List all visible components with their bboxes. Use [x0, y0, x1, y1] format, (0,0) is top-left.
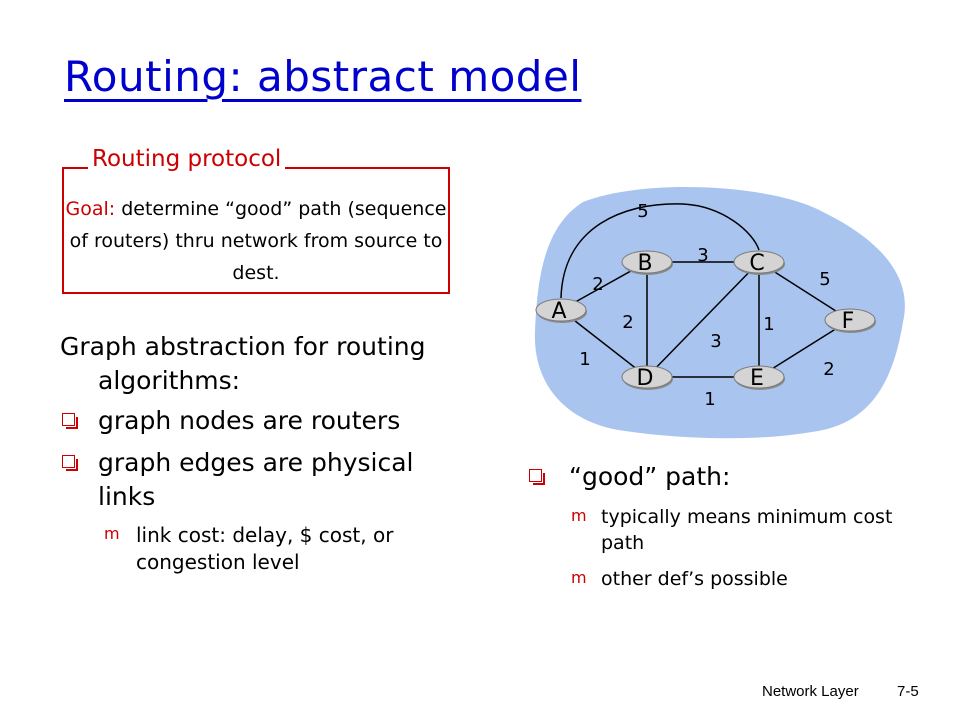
svg-text:D: D: [637, 366, 654, 391]
bullet-box-icon: [529, 469, 545, 485]
edge-cost-a-d: 1: [579, 349, 590, 370]
slide-title: Routing: abstract model: [64, 52, 582, 101]
node-e: E: [733, 365, 785, 391]
sub-bullet-other-defs: m other def’s possible: [527, 566, 927, 592]
svg-text:C: C: [749, 251, 764, 276]
sub-bullet-m-icon: m: [104, 524, 120, 543]
sub-bullet-m-icon: m: [571, 506, 587, 525]
bullet-nodes: graph nodes are routers: [60, 404, 460, 438]
bullet-box-icon: [62, 413, 78, 429]
bullet-good-path: “good” path:: [527, 460, 927, 494]
sub-bullet-link-cost: m link cost: delay, $ cost, or congestio…: [60, 522, 460, 576]
bullet-box-icon: [62, 455, 78, 471]
edge-a-c: [560, 203, 760, 299]
graph-abstraction-section: Graph abstraction for routing algorithms…: [60, 330, 460, 576]
edge-cost-a-b: 2: [592, 274, 603, 295]
routing-protocol-label: Routing protocol: [88, 146, 286, 172]
svg-text:A: A: [551, 299, 566, 324]
node-d: D: [621, 365, 673, 391]
node-f: F: [824, 308, 876, 334]
graph-abstraction-intro: Graph abstraction for routing algorithms…: [60, 332, 426, 395]
sub-bullet-m-icon: m: [571, 568, 587, 587]
sub-bullet-text: link cost: delay, $ cost, or congestion …: [136, 523, 394, 574]
svg-text:F: F: [842, 309, 855, 334]
edge-cost-d-e: 1: [704, 389, 715, 410]
svg-text:B: B: [637, 251, 652, 276]
routing-protocol-goal: Goal: determine “good” path (sequence of…: [64, 193, 448, 289]
bullet-edges: graph edges are physical links: [60, 446, 460, 514]
good-path-section: “good” path: m typically means minimum c…: [527, 460, 927, 592]
node-b: B: [621, 250, 673, 276]
bullet-text: “good” path:: [569, 462, 731, 491]
bullet-text: graph nodes are routers: [98, 406, 401, 435]
sub-bullet-text: typically means minimum cost path: [601, 506, 893, 554]
goal-label: Goal:: [65, 198, 116, 220]
edge-cost-c-f: 5: [819, 269, 830, 290]
edge-cost-a-c: 5: [637, 201, 648, 222]
svg-text:E: E: [750, 366, 764, 391]
footer-chapter: Network Layer: [762, 683, 859, 700]
node-c: C: [733, 250, 785, 276]
edge-cost-c-e: 1: [763, 314, 774, 335]
network-graph: 5 2 1 3 2 3 1 5 1 2 A B C D E F: [534, 187, 905, 439]
node-a: A: [535, 298, 587, 324]
edge-cost-e-f: 2: [823, 359, 834, 380]
footer-page-number: 7-5: [897, 683, 919, 700]
edge-cost-b-c: 3: [697, 245, 708, 266]
goal-text: determine “good” path (sequence of route…: [69, 198, 447, 284]
edge-cost-c-d: 3: [710, 331, 721, 352]
sub-bullet-min-cost: m typically means minimum cost path: [527, 504, 927, 556]
edge-cost-b-d: 2: [622, 312, 633, 333]
bullet-text: graph edges are physical links: [98, 448, 414, 511]
edge-c-d: [646, 261, 760, 378]
sub-bullet-text: other def’s possible: [601, 568, 788, 590]
